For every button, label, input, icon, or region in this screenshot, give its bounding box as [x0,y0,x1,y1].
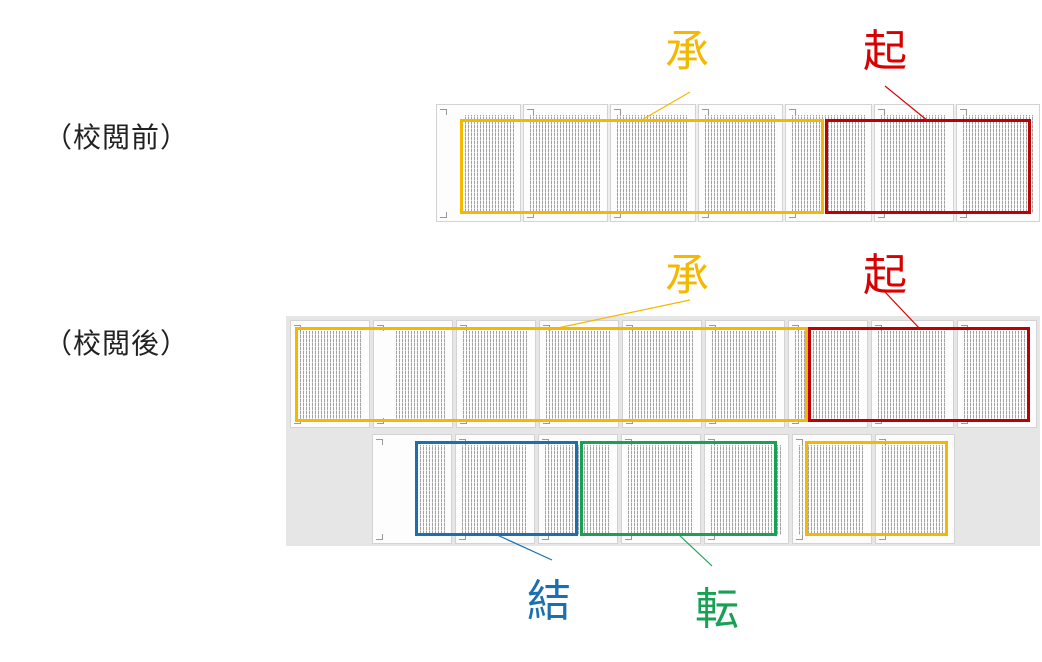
connector-sho-before [639,91,691,122]
connector-sho-after [547,299,691,331]
page-thumbnail [874,104,954,222]
label-sho-before: 承 [665,26,709,77]
page-thumbnail [785,104,872,222]
page-strip-after-row2 [286,430,1040,546]
connector-ketsu [494,533,553,561]
page-thumbnail [539,320,619,428]
label-before-revision: （校閲前） [44,121,190,154]
label-after-revision: （校閲後） [44,327,190,360]
page-thumbnail [698,104,783,222]
page-thumbnail [373,320,453,428]
page-thumbnail [455,434,535,544]
connector-ten [677,533,713,567]
page-thumbnail [290,320,370,428]
page-strip-before [436,104,1040,222]
page-thumbnail [436,104,521,222]
page-thumbnail [792,434,872,544]
page-thumbnail [610,104,696,222]
label-ketsu: 結 [527,576,571,627]
sho-highlight-after [295,327,808,422]
label-ki-before: 起 [863,26,907,77]
page-thumbnail [456,320,536,428]
page-thumbnail [871,320,954,428]
page-thumbnail [875,434,955,544]
label-ten: 転 [695,584,739,635]
page-thumbnail [956,104,1040,222]
label-ki-after: 起 [863,250,907,301]
page-thumbnail [957,320,1037,428]
page-thumbnail [622,320,702,428]
label-sho-after: 承 [665,250,709,301]
connector-ki-after [884,291,921,330]
page-strip-after-row1 [286,316,1040,430]
page-thumbnail [705,320,785,428]
page-thumbnail [372,434,452,544]
connector-ki-before [884,85,929,122]
sho-highlight-after-end [805,441,948,536]
page-thumbnail [621,434,701,544]
page-thumbnail [523,104,608,222]
page-thumbnail [538,434,618,544]
